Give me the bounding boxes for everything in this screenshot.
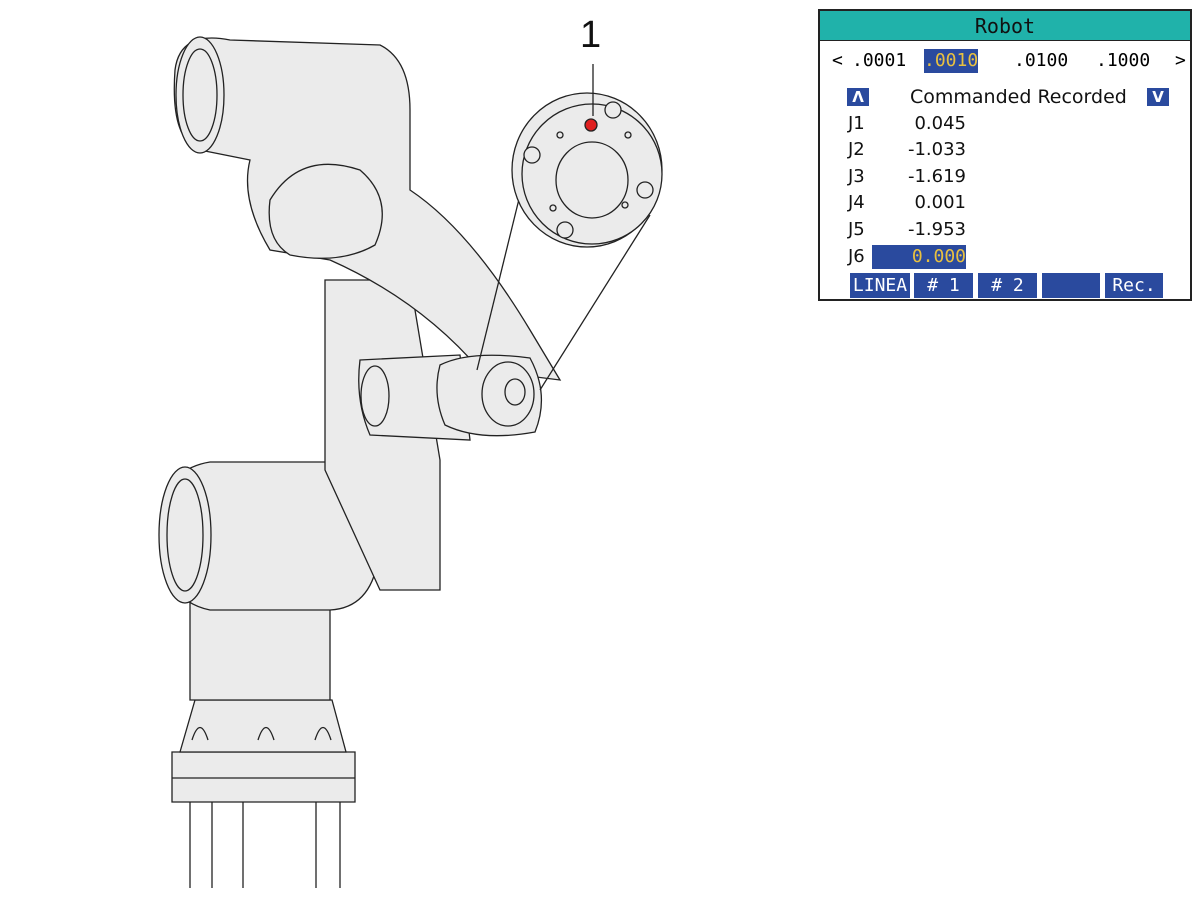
joint-name: J6	[848, 246, 865, 267]
joint-value: -1.619	[907, 166, 966, 187]
step-next-button[interactable]: >	[1175, 50, 1186, 71]
joint-row[interactable]: J3 -1.619	[820, 165, 1190, 189]
softkey-1[interactable]: # 1	[914, 273, 973, 298]
joint-value: 0.001	[914, 192, 966, 213]
softkey-linear[interactable]: LINEA	[850, 273, 910, 298]
joint-row[interactable]: J4 0.001	[820, 191, 1190, 215]
flange-detail-zoom	[511, 92, 663, 248]
joint-value: 0.000	[872, 245, 966, 269]
joint-value: -1.953	[907, 219, 966, 240]
joint-row-active[interactable]: J6 0.000	[820, 245, 1190, 269]
joint-row[interactable]: J5 -1.953	[820, 218, 1190, 242]
joint-value: -1.033	[907, 139, 966, 160]
step-option-selected[interactable]: .0010	[924, 49, 979, 73]
robot-base	[171, 751, 356, 803]
robot-jog-panel: Robot < .0001 .0010 .0100 .1000 > Λ Comm…	[818, 9, 1192, 301]
step-size-selector: < .0001 .0010 .0100 .1000 >	[820, 49, 1190, 73]
joint-row[interactable]: J1 0.045	[820, 112, 1190, 136]
red-marker-dot	[584, 118, 598, 132]
softkey-2[interactable]: # 2	[978, 273, 1037, 298]
step-option[interactable]: .0100	[1014, 50, 1069, 71]
joint-row[interactable]: J2 -1.033	[820, 138, 1190, 162]
step-option[interactable]: .1000	[1096, 50, 1151, 71]
scroll-up-button[interactable]: Λ	[847, 88, 869, 106]
step-option[interactable]: .0001	[852, 50, 907, 71]
joint-name: J5	[848, 219, 865, 240]
scroll-down-button[interactable]: V	[1147, 88, 1169, 106]
joint-value: 0.045	[914, 113, 966, 134]
robot-arm-illustration	[158, 36, 663, 888]
joint-name: J1	[848, 113, 865, 134]
column-header: Commanded Recorded	[910, 86, 1127, 108]
softkey-empty[interactable]	[1042, 273, 1100, 298]
joint-name: J2	[848, 139, 865, 160]
joint-name: J3	[848, 166, 865, 187]
step-prev-button[interactable]: <	[832, 50, 843, 71]
callout-number: 1	[580, 14, 602, 56]
panel-title: Robot	[820, 11, 1190, 41]
base-posts	[189, 800, 341, 888]
softkey-record[interactable]: Rec.	[1105, 273, 1163, 298]
elbow-joint	[268, 163, 383, 259]
joint-name: J4	[848, 192, 865, 213]
